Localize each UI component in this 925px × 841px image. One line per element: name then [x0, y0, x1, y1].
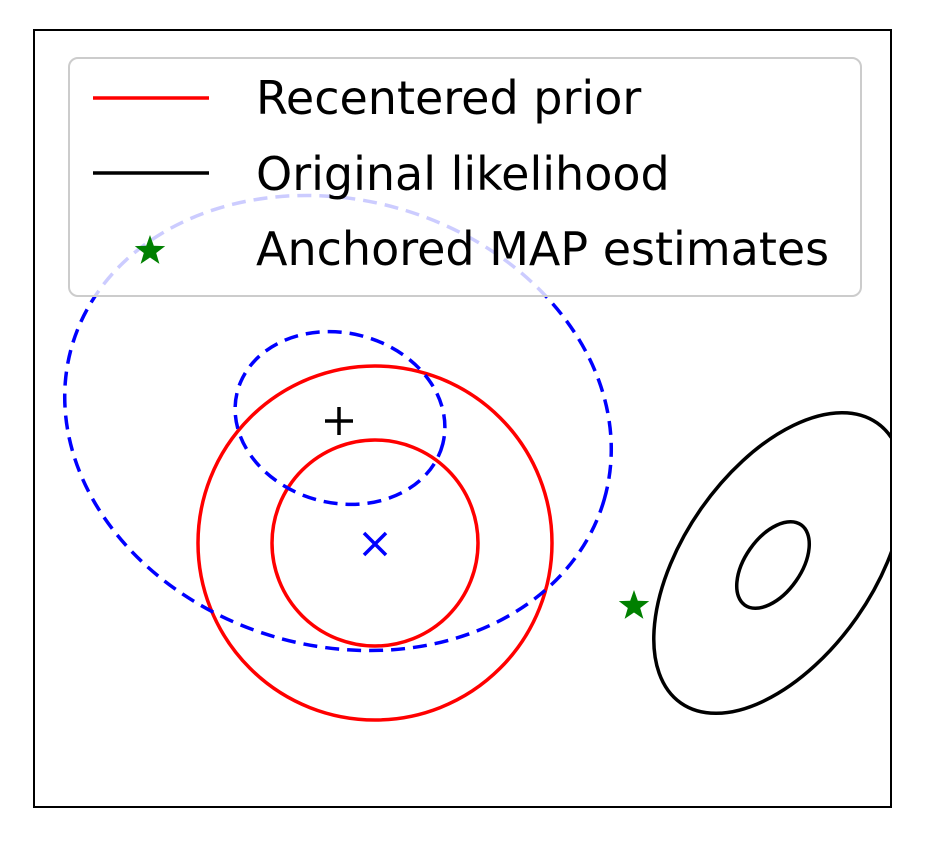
prior-contour-inner	[270, 438, 480, 648]
map-estimate-star	[618, 590, 650, 619]
legend-box	[68, 57, 862, 297]
legend-map-star	[134, 235, 166, 264]
dashed-contour-inner	[233, 329, 447, 507]
plot-area	[62, 193, 891, 722]
plus-marker	[325, 407, 353, 435]
dashed-contour-outer	[62, 193, 614, 653]
likelihood-contour-inner	[734, 520, 812, 610]
x-marker	[362, 531, 388, 557]
legend-likelihood-label: Original likelihood	[256, 147, 670, 201]
legend-prior-label: Recentered prior	[256, 71, 641, 125]
likelihood-contour-outer	[652, 410, 891, 716]
legend-map-label: Anchored MAP estimates	[256, 222, 829, 276]
legend: Recentered prior Original likelihood Anc…	[68, 57, 862, 297]
axes-frame	[33, 29, 892, 808]
prior-contour-outer	[196, 364, 554, 722]
